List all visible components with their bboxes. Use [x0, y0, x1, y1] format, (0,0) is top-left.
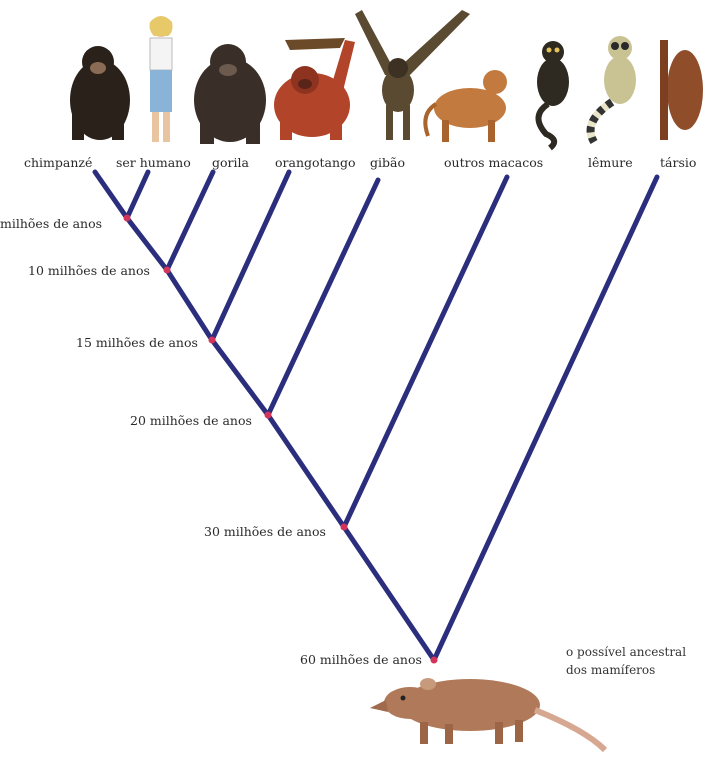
human-icon	[150, 16, 173, 142]
label-tarsio: társio	[660, 155, 696, 170]
divergence-node	[164, 267, 171, 274]
label-ser-humano: ser humano	[116, 155, 191, 170]
label-chimpanze: chimpanzé	[24, 155, 92, 170]
tree-branch	[268, 180, 378, 415]
chimpanzee-icon	[70, 46, 130, 140]
label-lemure: lêmure	[588, 155, 633, 170]
ancestor-caption-line1: o possível ancestral	[566, 645, 686, 659]
ancestor-caption-line2: dos mamíferos	[566, 663, 655, 677]
label-orangotango: orangotango	[275, 155, 356, 170]
label-divergence-4: 20 milhões de anos	[130, 413, 252, 428]
tree-branch	[268, 415, 344, 527]
divergence-node	[209, 337, 216, 344]
tree-branch	[344, 527, 434, 660]
label-gibao: gibão	[370, 155, 405, 170]
label-divergence-1: milhões de anos	[0, 216, 102, 231]
label-divergence-6: 60 milhões de anos	[300, 652, 422, 667]
divergence-node	[431, 657, 438, 664]
gorilla-icon	[194, 44, 266, 144]
tree-branch	[434, 177, 657, 660]
label-outros-macacos: outros macacos	[444, 155, 543, 170]
divergence-node	[265, 412, 272, 419]
ancestral-mammal-icon	[370, 678, 605, 750]
tarsier-icon-partial	[660, 40, 703, 140]
label-divergence-2: 10 milhões de anos	[28, 263, 150, 278]
label-divergence-5: 30 milhões de anos	[204, 524, 326, 539]
tarsier-icon	[591, 36, 636, 142]
tree-branch	[95, 172, 127, 218]
tree-branch	[167, 270, 212, 340]
tree-branch	[127, 172, 148, 218]
tree-branch	[212, 340, 268, 415]
label-divergence-3: 15 milhões de anos	[76, 335, 198, 350]
divergence-node	[341, 524, 348, 531]
lemur-icon	[537, 41, 569, 148]
monkey-icon	[425, 70, 507, 142]
divergence-node	[124, 215, 131, 222]
tree-branch	[212, 172, 289, 340]
label-gorila: gorila	[212, 155, 249, 170]
tree-branch	[344, 177, 507, 527]
orangutan-icon	[274, 38, 355, 140]
tree-branch	[167, 172, 213, 270]
